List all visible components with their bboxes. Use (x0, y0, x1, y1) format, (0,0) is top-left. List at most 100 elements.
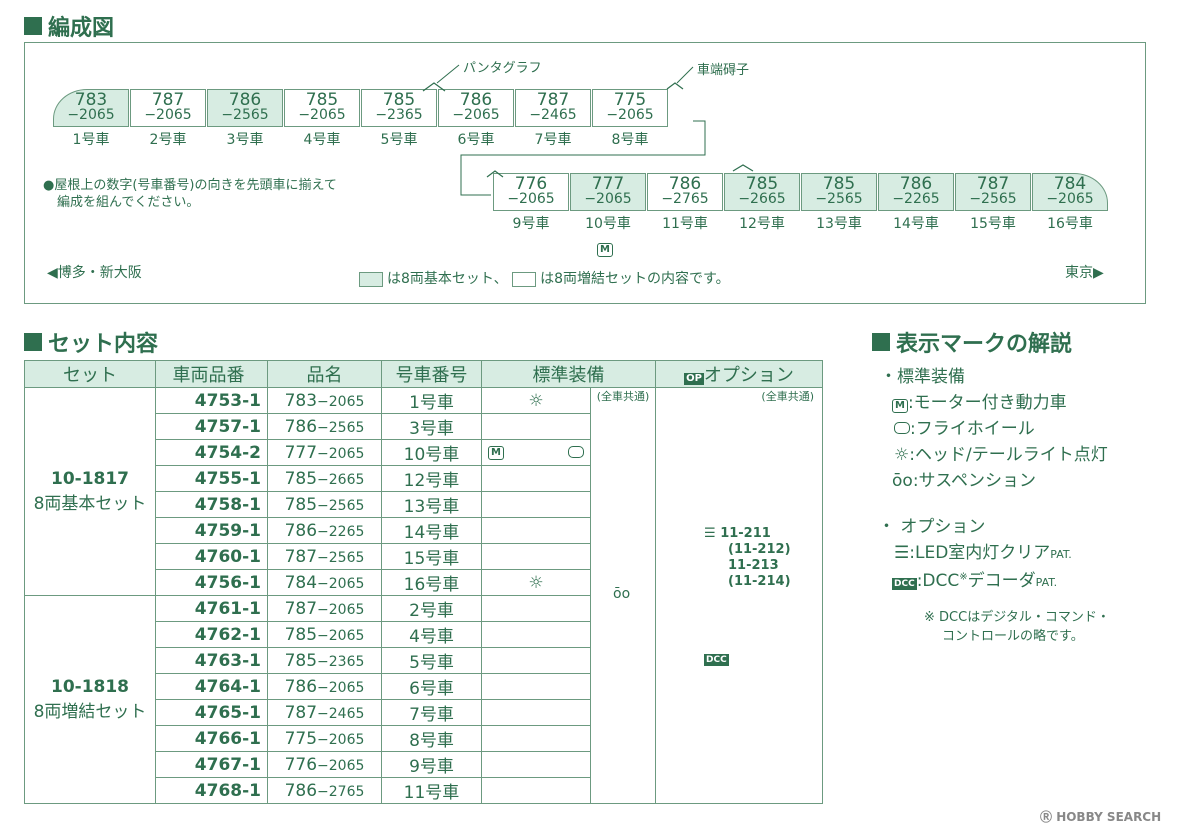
product-code: 4755-1 (155, 465, 268, 492)
set-legend: は8両基本セット、 は8両増結セットの内容です。 (359, 271, 730, 288)
product-code: 4759-1 (155, 517, 268, 544)
standard-equipment (481, 465, 591, 492)
car-number: 16号車 (381, 569, 482, 596)
car-label: 9号車 (512, 216, 550, 232)
car-sub-number: −2565 (969, 191, 1017, 207)
car-label: 10号車 (585, 216, 631, 232)
standard-equipment (481, 751, 591, 778)
header-name: 品名 (267, 360, 382, 388)
standard-equipment (481, 673, 591, 700)
car-number: 776 (514, 174, 548, 194)
direction-left: ◀博多・新大阪 (47, 265, 142, 281)
car-number: 787 (976, 174, 1010, 194)
product-code: 4762-1 (155, 621, 268, 648)
note-line-1: ●屋根上の数字(号車番号)の向きを先頭車に揃えて (43, 178, 337, 193)
car-sub-number: −2265 (892, 191, 940, 207)
product-name: 786−2565 (267, 413, 382, 440)
car-label: 3号車 (226, 132, 264, 148)
car-number: 2号車 (381, 595, 482, 622)
car-sub-number: −2065 (67, 107, 115, 123)
option-cell: (全車共通)☰ 11-211(11-212)11-213(11-214)DCC (655, 387, 823, 804)
motor-car-mark: M (597, 237, 613, 257)
car-label: 16号車 (1047, 216, 1093, 232)
header-set: セット (24, 360, 156, 388)
standard-equipment: ☼ (481, 569, 591, 596)
car-sub-number: −2065 (507, 191, 555, 207)
car-number: 785 (822, 174, 856, 194)
section-marker-icon (872, 333, 890, 351)
legend-dcc: DCC:DCC※デコーダPAT. (892, 571, 1058, 591)
car-sub-number: −2365 (375, 107, 423, 123)
flywheel-icon (568, 445, 584, 458)
suspension-icon: ōo (892, 471, 913, 491)
car-number: 6号車 (381, 673, 482, 700)
car-13号車: 785−2565 (801, 173, 877, 211)
car-sub-number: −2065 (584, 191, 632, 207)
car-number: 3号車 (381, 413, 482, 440)
standard-equipment (481, 517, 591, 544)
product-name: 785−2665 (267, 465, 382, 492)
led-light-icon: ☰ (894, 543, 910, 563)
car-label: 12号車 (739, 216, 785, 232)
product-code: 4754-2 (155, 439, 268, 466)
header-code: 車両品番 (155, 360, 268, 388)
standard-equipment (481, 777, 591, 804)
suspension-icon: ōo (613, 586, 631, 602)
product-name: 786−2065 (267, 673, 382, 700)
product-code: 4765-1 (155, 699, 268, 726)
car-number: 785 (305, 90, 339, 110)
car-number: 8号車 (381, 725, 482, 752)
product-name: 786−2265 (267, 517, 382, 544)
car-sub-number: −2665 (738, 191, 786, 207)
product-name: 777−2065 (267, 439, 382, 466)
car-sub-number: −2065 (144, 107, 192, 123)
car-1号車: 783−2065 (53, 89, 129, 127)
header-standard: 標準装備 (481, 360, 656, 388)
standard-equipment (481, 725, 591, 752)
car-label: 8号車 (611, 132, 649, 148)
car-number: 12号車 (381, 465, 482, 492)
motor-icon: M (597, 243, 613, 257)
product-code: 4768-1 (155, 777, 268, 804)
car-number: 786 (459, 90, 493, 110)
standard-equipment (481, 699, 591, 726)
product-name: 786−2765 (267, 777, 382, 804)
standard-equipment (481, 595, 591, 622)
product-name: 787−2065 (267, 595, 382, 622)
car-number: 5号車 (381, 647, 482, 674)
note-line-2: 編成を組んでください。 (57, 195, 200, 210)
car-label: 13号車 (816, 216, 862, 232)
car-label: 1号車 (72, 132, 110, 148)
led-light-icon: ☰ (704, 526, 716, 541)
car-number: 785 (745, 174, 779, 194)
car-label: 4号車 (303, 132, 341, 148)
car-14号車: 786−2265 (878, 173, 954, 211)
motor-icon: M (488, 445, 504, 460)
car-sub-number: −2065 (606, 107, 654, 123)
standard-equipment (481, 621, 591, 648)
car-number: 10号車 (381, 439, 482, 466)
standard-equipment: M (481, 439, 591, 466)
car-number: 784 (1053, 174, 1087, 194)
light-icon: ☼ (528, 390, 544, 411)
product-code: 4764-1 (155, 673, 268, 700)
car-number: 4号車 (381, 621, 482, 648)
car-6号車: 786−2065 (438, 89, 514, 127)
car-8号車: 775−2065 (592, 89, 668, 127)
standard-heading: ・標準装備 (880, 367, 965, 387)
suspension-cell: (全車共通)ōo (590, 387, 656, 804)
car-number: 15号車 (381, 543, 482, 570)
car-label: 7号車 (534, 132, 572, 148)
car-3号車: 786−2565 (207, 89, 283, 127)
product-code: 4763-1 (155, 647, 268, 674)
car-number: 13号車 (381, 491, 482, 518)
car-number: 787 (151, 90, 185, 110)
